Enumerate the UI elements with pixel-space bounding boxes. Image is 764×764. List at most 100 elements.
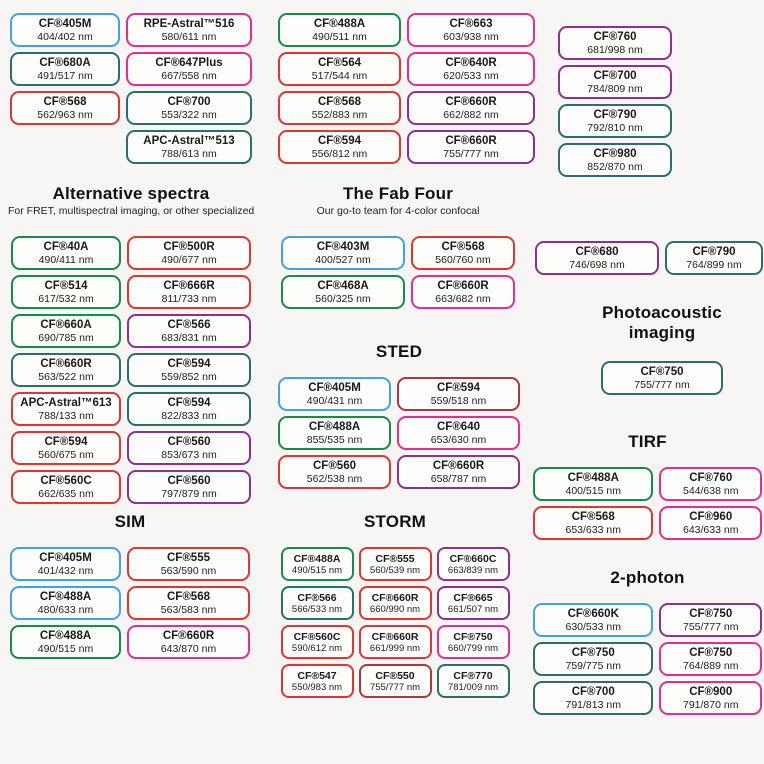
- dye-name: CF®560: [167, 474, 211, 487]
- dye-name: CF®750: [453, 630, 493, 643]
- dye-ex-em: 661/999 nm: [369, 642, 421, 654]
- dye-ex-em: 764/889 nm: [682, 659, 739, 672]
- dye-ex-em: 667/558 nm: [161, 69, 217, 82]
- dye-name: CF®403M: [316, 240, 370, 253]
- dye-name: CF®488A: [313, 17, 366, 30]
- dye-ex-em: 563/583 nm: [160, 603, 217, 616]
- dye-name: CF®660A: [40, 318, 92, 331]
- dye-name: CF®647Plus: [155, 56, 223, 69]
- dye-name: CF®900: [689, 685, 733, 698]
- dye-ex-em: 603/938 nm: [443, 30, 499, 43]
- dye-name: CF®568: [571, 510, 615, 523]
- dye-name: CF®405M: [308, 381, 361, 394]
- dye-name: CF®760: [689, 471, 733, 484]
- section-title: The Fab Four: [342, 184, 454, 203]
- dye-ex-em: 562/963 nm: [37, 108, 93, 121]
- section-title: Photoacoustic imaging: [602, 303, 722, 342]
- dye-ex-em: 490/511 nm: [312, 30, 367, 43]
- dye-ex-em: 559/852 nm: [161, 370, 217, 383]
- dye-ex-em: 630/533 nm: [565, 620, 621, 633]
- dye-ex-em: 663/682 nm: [435, 292, 491, 305]
- dye-name: CF®555: [167, 551, 210, 564]
- dye-ex-em: 544/638 nm: [682, 484, 739, 497]
- dye-name: CF®660R: [371, 591, 419, 604]
- dye-ex-em: 755/777 nm: [443, 147, 499, 160]
- dye-ex-em: 661/507 nm: [447, 603, 499, 615]
- dye-ex-em: 560/760 nm: [435, 253, 491, 266]
- dye-name: CF®488A: [308, 420, 361, 433]
- dye-name: CF®750: [689, 607, 733, 620]
- dye-name: RPE-Astral™516: [143, 17, 235, 30]
- dye-name: CF®550: [375, 669, 415, 682]
- dye-ex-em: 797/879 nm: [161, 487, 217, 500]
- dye-ex-em: 788/613 nm: [161, 147, 217, 160]
- dye-ex-em: 811/733 nm: [161, 292, 217, 305]
- dye-ex-em: 560/539 nm: [369, 564, 421, 576]
- dye-ex-em: 490/411 nm: [38, 253, 94, 266]
- dye-name: CF®488A: [567, 471, 619, 484]
- dye-name: CF®40A: [43, 240, 89, 253]
- dye-ex-em: 550/983 nm: [291, 681, 343, 693]
- dye-ex-em: 490/431 nm: [306, 394, 363, 407]
- dye-name: CF®594: [44, 435, 88, 448]
- dye-name: CF®750: [640, 365, 684, 378]
- dye-name: CF®660R: [445, 134, 497, 147]
- dye-ex-em: 490/677 nm: [161, 253, 217, 266]
- dye-ex-em: 660/990 nm: [369, 603, 421, 615]
- dye-name: CF®660R: [162, 629, 215, 642]
- section-title: Alternative spectra: [52, 184, 210, 203]
- dye-name: CF®568: [441, 240, 485, 253]
- dye-ex-em: 788/133 nm: [38, 409, 94, 422]
- dye-name: CF®663: [449, 17, 493, 30]
- dye-ex-em: 746/698 nm: [569, 258, 625, 271]
- section-fab-four: The Fab Four Our go-to team for 4-color …: [272, 184, 524, 309]
- dye-ex-em: 852/870 nm: [587, 160, 643, 173]
- dye-ex-em: 620/533 nm: [443, 69, 499, 82]
